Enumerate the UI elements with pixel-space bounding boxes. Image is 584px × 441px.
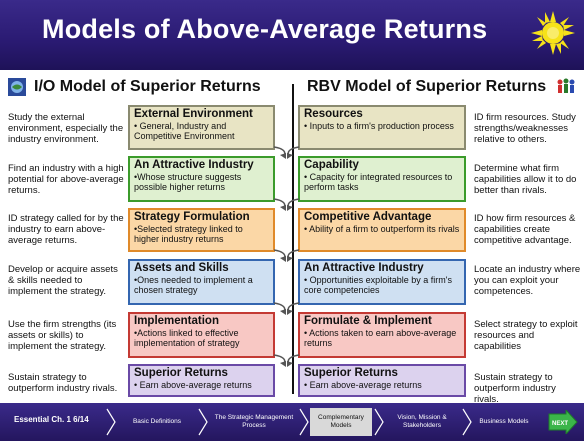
chevron-right-icon (106, 408, 116, 436)
chevron-right-icon (198, 408, 208, 436)
box-description: • Earn above-average returns (134, 380, 252, 390)
flow-arrow-icon (273, 198, 286, 211)
io-step-3-text: ID strategy called for by the industry t… (8, 213, 124, 246)
rbv-box-competitive-advantage: Competitive Advantage • Ability of a fir… (298, 208, 466, 252)
box-title: External Environment (134, 108, 253, 120)
box-description: • Actions taken to earn above-average re… (304, 328, 457, 348)
io-step-1-text: Study the external environment, especial… (8, 112, 124, 145)
io-box-assets-skills: Assets and Skills •Ones needed to implem… (128, 259, 275, 305)
io-box-attractive-industry: An Attractive Industry •Whose structure … (128, 156, 275, 202)
rbv-step-4-text: Locate an industry where you can exploit… (474, 264, 581, 297)
box-title: Formulate & Implement (304, 315, 432, 327)
rbv-step-2-text: Determine what firm capabilities allow i… (474, 163, 577, 196)
rbv-box-formulate-implement: Formulate & Implement • Actions taken to… (298, 312, 466, 358)
globe-icon (8, 78, 26, 96)
box-description: •Actions linked to effective implementat… (134, 328, 240, 348)
flow-arrow-icon (287, 354, 300, 367)
chevron-right-icon (374, 408, 384, 436)
flow-arrow-icon (273, 302, 286, 315)
title-bar: Models of Above-Average Returns (0, 0, 584, 70)
chevron-right-icon (462, 408, 472, 436)
box-title: Resources (304, 108, 363, 120)
rbv-step-5-text: Select strategy to exploit resources and… (474, 319, 578, 352)
people-icon (557, 78, 575, 93)
rbv-box-resources: Resources • Inputs to a firm's productio… (298, 105, 466, 150)
box-description: • General, Industry and Competitive Envi… (134, 121, 235, 141)
io-model-heading: I/O Model of Superior Returns (34, 78, 261, 95)
io-box-strategy-formulation: Strategy Formulation •Selected strategy … (128, 208, 275, 252)
io-step-6-text: Sustain strategy to outperform industry … (8, 372, 118, 394)
nav-tab-complementary-models[interactable]: Complementary Models (310, 408, 372, 436)
bottom-nav-bar: Essential Ch. 1 6/14 Basic Definitions T… (0, 403, 584, 441)
box-title: An Attractive Industry (134, 159, 254, 171)
rbv-box-capability: Capability • Capacity for integrated res… (298, 156, 466, 202)
flow-arrow-icon (273, 249, 286, 262)
nav-tab-vision-mission-stakeholders[interactable]: Vision, Mission & Stakeholders (397, 414, 447, 429)
rbv-box-attractive-industry: An Attractive Industry • Opportunities e… (298, 259, 466, 305)
io-box-implementation: Implementation •Actions linked to effect… (128, 312, 275, 358)
box-description: • Capacity for integrated resources to p… (304, 172, 453, 192)
rbv-step-3-text: ID how firm resources & capabilities cre… (474, 213, 576, 246)
flow-arrow-icon (287, 146, 300, 159)
io-box-superior-returns: Superior Returns • Earn above-average re… (128, 364, 275, 397)
box-title: Assets and Skills (134, 262, 229, 274)
rbv-model-heading: RBV Model of Superior Returns (307, 78, 547, 95)
flow-arrow-icon (273, 354, 286, 367)
box-description: •Ones needed to implement a chosen strat… (134, 275, 253, 295)
flow-arrow-icon (287, 302, 300, 315)
box-description: •Selected strategy linked to higher indu… (134, 224, 243, 244)
box-title: Superior Returns (304, 367, 398, 379)
flow-arrow-icon (273, 146, 286, 159)
rbv-step-6-text: Sustain strategy to outperform industry … (474, 372, 556, 405)
box-description: • Earn above-average returns (304, 380, 422, 390)
nav-tab-business-models[interactable]: Business Models (479, 418, 529, 425)
slide-title: Models of Above-Average Returns (42, 14, 488, 44)
box-description: •Whose structure suggests possible highe… (134, 172, 242, 192)
box-title: Superior Returns (134, 367, 228, 379)
io-step-2-text: Find an industry with a high potential f… (8, 163, 124, 196)
io-box-external-environment: External Environment • General, Industry… (128, 105, 275, 150)
nav-tab-strategic-management-process[interactable]: The Strategic Management Process (214, 414, 294, 429)
box-title: An Attractive Industry (304, 262, 424, 274)
box-title: Strategy Formulation (134, 211, 250, 223)
io-step-5-text: Use the firm strengths (its assets or sk… (8, 319, 117, 352)
chevron-right-icon (299, 408, 309, 436)
sun-icon (531, 11, 575, 55)
center-divider (292, 84, 294, 394)
box-description: • Ability of a firm to outperform its ri… (304, 224, 460, 234)
nav-tab-basic-definitions[interactable]: Basic Definitions (132, 418, 182, 425)
box-description: • Opportunities exploitable by a firm's … (304, 275, 452, 295)
box-title: Capability (304, 159, 359, 171)
next-label: NEXT (552, 421, 568, 427)
box-title: Competitive Advantage (304, 211, 432, 223)
chapter-page-info: Essential Ch. 1 6/14 (14, 415, 89, 424)
rbv-box-superior-returns: Superior Returns • Earn above-average re… (298, 364, 466, 397)
box-description: • Inputs to a firm's production process (304, 121, 454, 131)
rbv-step-1-text: ID firm resources. Study strengths/weakn… (474, 112, 576, 145)
next-button[interactable]: NEXT (548, 410, 578, 434)
flow-arrow-icon (287, 249, 300, 262)
flow-arrow-icon (287, 198, 300, 211)
box-title: Implementation (134, 315, 219, 327)
io-step-4-text: Develop or acquire assets & skills neede… (8, 264, 118, 297)
